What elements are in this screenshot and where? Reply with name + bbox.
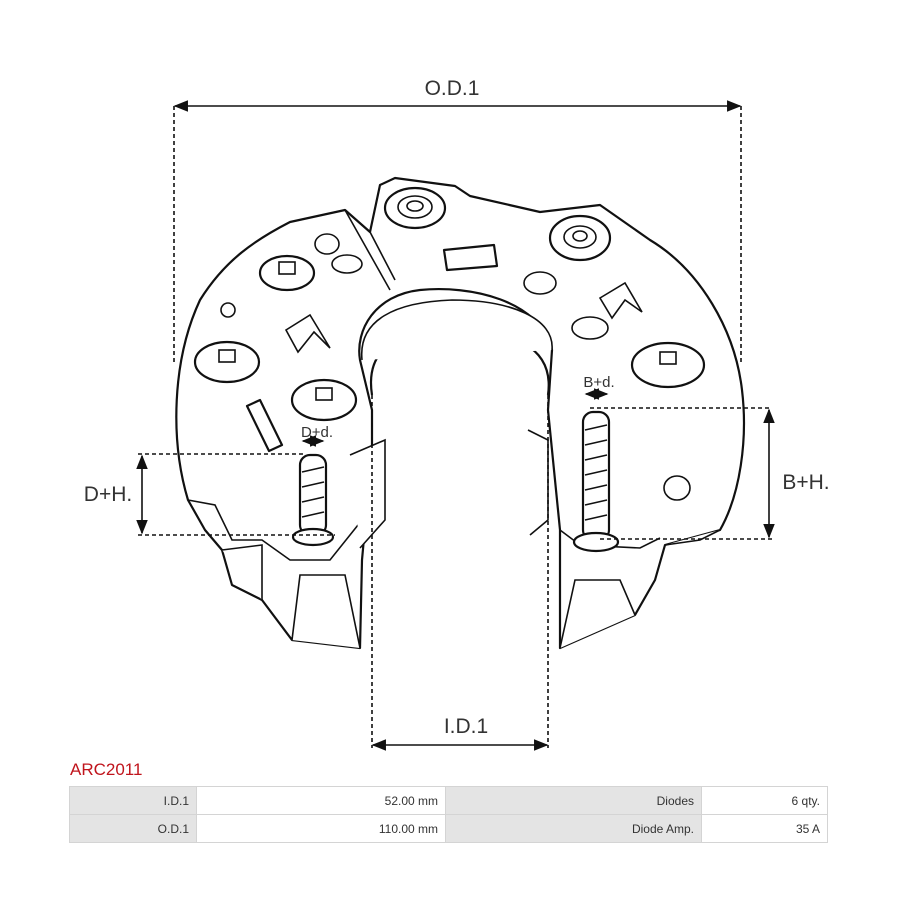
spec-label: O.D.1 xyxy=(69,814,197,843)
product-code: ARC2011 xyxy=(70,760,143,779)
spec-label: Diodes xyxy=(445,786,702,815)
od1-label: O.D.1 xyxy=(425,77,480,100)
dd-label: D+d. xyxy=(301,424,333,441)
bd-label: B+d. xyxy=(583,374,614,391)
spec-value: 35 A xyxy=(701,814,828,843)
id1-label: I.D.1 xyxy=(444,715,488,738)
spec-row: I.D.1 52.00 mm Diodes 6 qty. xyxy=(69,786,828,815)
dimension-labels: O.D.1 I.D.1 D+H. D+d. B+H. B+d. xyxy=(84,77,830,738)
spec-row: O.D.1 110.00 mm Diode Amp. 35 A xyxy=(69,814,828,843)
dh-label: D+H. xyxy=(84,483,132,506)
rectifier-body xyxy=(175,176,746,650)
bh-label: B+H. xyxy=(782,471,829,494)
spec-value: 110.00 mm xyxy=(196,814,446,843)
rectifier-technical-drawing: O.D.1 I.D.1 D+H. D+d. B+H. B+d. xyxy=(84,77,830,751)
spec-value: 52.00 mm xyxy=(196,786,446,815)
spec-table: I.D.1 52.00 mm Diodes 6 qty. O.D.1 110.0… xyxy=(69,786,828,843)
spec-label: I.D.1 xyxy=(69,786,197,815)
spec-value: 6 qty. xyxy=(701,786,828,815)
spec-label: Diode Amp. xyxy=(445,814,702,843)
dimension-lines xyxy=(136,100,775,751)
